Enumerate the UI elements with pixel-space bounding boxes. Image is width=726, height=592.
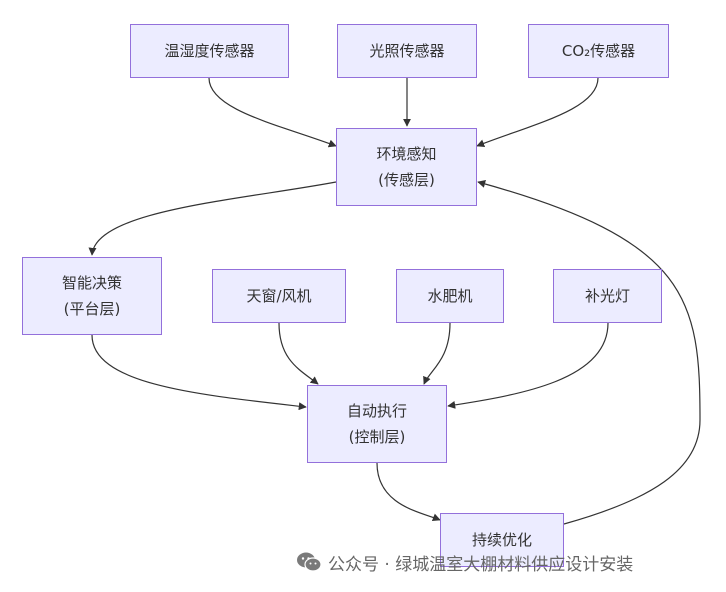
watermark: 公众号 · 绿城温室大棚材料供应设计安装 [296,548,633,576]
co2-sensor-node: CO₂传感器 [528,24,669,78]
node-label: 温湿度传感器 [164,42,255,60]
node-label: 智能决策 [61,274,122,292]
edge-auto-to-optimize [376,462,441,522]
node-sublabel: (平台层) [63,300,121,318]
wechat-icon [297,552,322,572]
fill-light-node: 补光灯 [553,269,662,323]
watermark-text: 公众号 · 绿城温室大棚材料供应设计安装 [328,554,634,575]
node-label: 水肥机 [427,287,473,305]
light-sensor-node: 光照传感器 [337,24,477,78]
temp-humidity-sensor-node: 温湿度传感器 [130,24,289,78]
node-label: 补光灯 [584,287,630,305]
node-label: 持续优化 [471,531,532,549]
node-label: 环境感知 [376,145,437,163]
node-label: CO₂传感器 [561,42,636,60]
continuous-optimization-node: 持续优化 [440,513,564,567]
edge-window-to-auto [278,322,319,385]
environment-sensing-node: 环境感知 (传感层) [336,128,477,206]
node-label: 自动执行 [346,402,407,420]
window-fan-node: 天窗/风机 [212,269,346,323]
auto-execution-node: 自动执行 (控制层) [307,385,447,463]
node-sublabel: (控制层) [348,428,406,446]
edge-water-to-auto [423,322,451,385]
node-sublabel: (传感层) [378,171,435,189]
edge-temp-to-env [208,77,337,148]
node-label: 光照传感器 [369,42,445,60]
water-fertilizer-node: 水肥机 [396,269,504,323]
smart-decision-node: 智能决策 (平台层) [22,257,162,335]
edge-decision-to-auto [91,334,307,411]
edge-fill-to-auto [447,322,609,409]
edge-env-to-decision [88,181,337,256]
edge-optimize-to-env [477,180,701,525]
edge-co2-to-env [476,77,599,148]
node-label: 天窗/风机 [246,287,312,305]
